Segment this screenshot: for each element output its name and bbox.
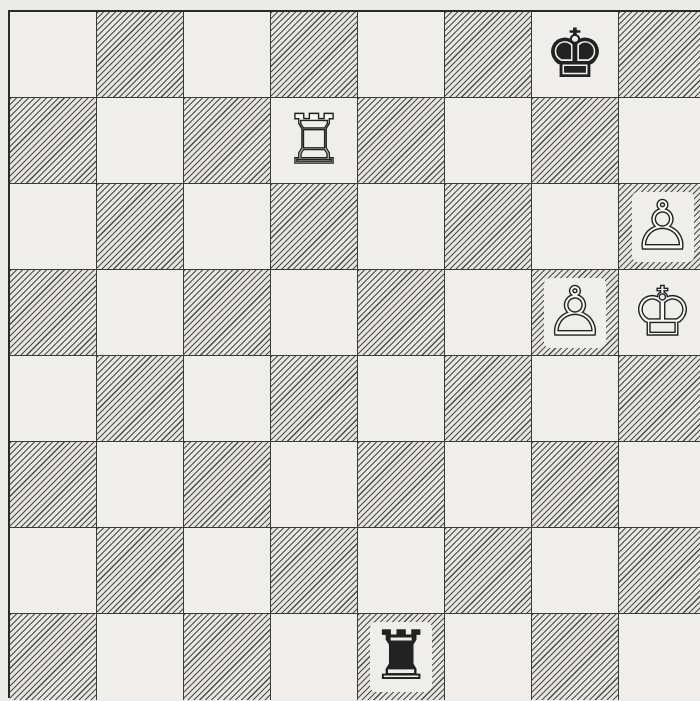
square-b4[interactable] [97,356,184,442]
square-a1[interactable] [10,614,97,700]
square-d8[interactable] [271,12,358,98]
square-e4[interactable] [358,356,445,442]
square-e8[interactable] [358,12,445,98]
square-f2[interactable] [445,528,532,614]
square-e3[interactable] [358,442,445,528]
square-h6[interactable]: ♙ [619,184,700,270]
square-c3[interactable] [184,442,271,528]
square-h3[interactable] [619,442,700,528]
chess-board: ♚ ♖ ♙ ♙ ♔ ♜ [8,10,700,698]
square-b6[interactable] [97,184,184,270]
white-pawn-icon[interactable]: ♙ [632,193,693,261]
square-g5[interactable]: ♙ [532,270,619,356]
square-b1[interactable] [97,614,184,700]
square-g7[interactable] [532,98,619,184]
square-c5[interactable] [184,270,271,356]
square-b2[interactable] [97,528,184,614]
square-g6[interactable] [532,184,619,270]
square-f6[interactable] [445,184,532,270]
square-a6[interactable] [10,184,97,270]
square-g2[interactable] [532,528,619,614]
square-h2[interactable] [619,528,700,614]
black-king-icon[interactable]: ♚ [545,21,606,89]
square-h5[interactable]: ♔ [619,270,700,356]
square-f3[interactable] [445,442,532,528]
square-d1[interactable] [271,614,358,700]
square-e7[interactable] [358,98,445,184]
square-c6[interactable] [184,184,271,270]
square-f5[interactable] [445,270,532,356]
square-e1[interactable]: ♜ [358,614,445,700]
square-f4[interactable] [445,356,532,442]
square-h8[interactable] [619,12,700,98]
square-d7[interactable]: ♖ [271,98,358,184]
square-d4[interactable] [271,356,358,442]
square-h7[interactable] [619,98,700,184]
white-pawn-icon[interactable]: ♙ [545,279,606,347]
square-g4[interactable] [532,356,619,442]
square-e2[interactable] [358,528,445,614]
square-d5[interactable] [271,270,358,356]
square-b5[interactable] [97,270,184,356]
square-b8[interactable] [97,12,184,98]
square-g8[interactable]: ♚ [532,12,619,98]
white-king-icon[interactable]: ♔ [632,279,693,347]
square-h1[interactable] [619,614,700,700]
square-d2[interactable] [271,528,358,614]
square-a4[interactable] [10,356,97,442]
square-c2[interactable] [184,528,271,614]
square-f8[interactable] [445,12,532,98]
square-a8[interactable] [10,12,97,98]
square-c1[interactable] [184,614,271,700]
square-g3[interactable] [532,442,619,528]
black-rook-icon[interactable]: ♜ [371,623,432,691]
square-e5[interactable] [358,270,445,356]
square-b7[interactable] [97,98,184,184]
square-d3[interactable] [271,442,358,528]
square-h4[interactable] [619,356,700,442]
square-e6[interactable] [358,184,445,270]
square-b3[interactable] [97,442,184,528]
square-g1[interactable] [532,614,619,700]
square-a3[interactable] [10,442,97,528]
square-c8[interactable] [184,12,271,98]
square-f1[interactable] [445,614,532,700]
square-a7[interactable] [10,98,97,184]
square-d6[interactable] [271,184,358,270]
square-a5[interactable] [10,270,97,356]
square-a2[interactable] [10,528,97,614]
white-rook-icon[interactable]: ♖ [284,107,345,175]
square-c7[interactable] [184,98,271,184]
square-c4[interactable] [184,356,271,442]
square-f7[interactable] [445,98,532,184]
